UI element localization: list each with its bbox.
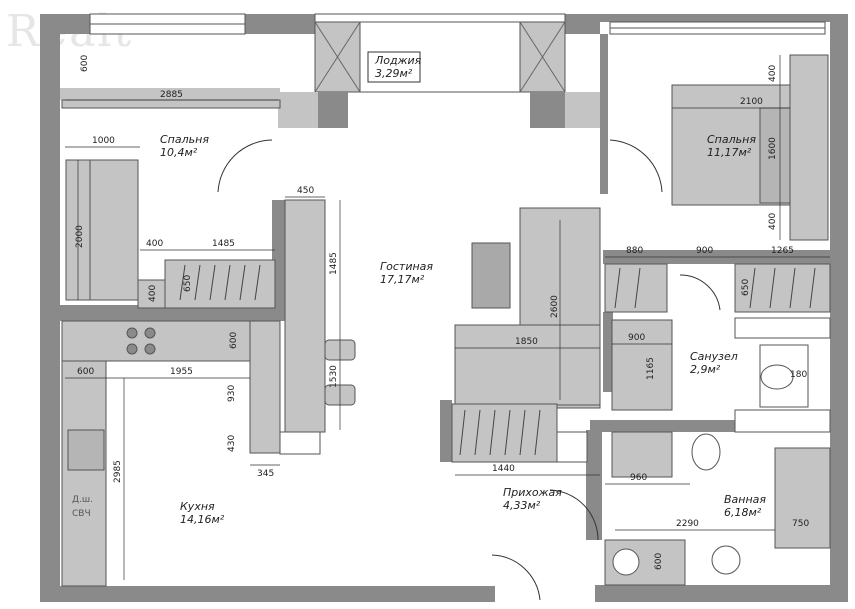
bathroom-name: Ванная xyxy=(724,493,766,506)
hall-name: Прихожая xyxy=(503,486,562,499)
dim-180: 180 xyxy=(790,370,807,380)
bedroom1-furniture xyxy=(61,99,281,309)
dim-2885: 2885 xyxy=(160,90,183,100)
hall-area: 4,33м² xyxy=(503,499,541,512)
dim-880: 880 xyxy=(626,246,643,256)
dim-2290: 2290 xyxy=(676,519,699,529)
dim-400-a: 400 xyxy=(146,239,163,249)
dim-650-b: 650 xyxy=(741,279,751,296)
dim-600-d: 600 xyxy=(654,553,664,570)
dim-1955: 1955 xyxy=(170,367,193,377)
dim-1530: 1530 xyxy=(329,365,339,388)
dim-930: 930 xyxy=(227,385,237,402)
outer-walls xyxy=(40,14,848,602)
dim-400-d: 400 xyxy=(768,213,778,230)
bedroom1-area: 10,4м² xyxy=(160,146,198,159)
dim-400-c: 400 xyxy=(768,65,778,82)
dim-430: 430 xyxy=(227,435,237,452)
dim-400-b: 400 xyxy=(148,285,158,302)
dim-1165: 1165 xyxy=(646,357,656,380)
windows xyxy=(89,13,826,35)
dim-2100: 2100 xyxy=(740,97,763,107)
dim-1440: 1440 xyxy=(492,464,515,474)
dim-1265: 1265 xyxy=(771,246,794,256)
bath-fixtures xyxy=(604,317,831,586)
dim-650-a: 650 xyxy=(183,275,193,292)
bedroom2-furniture xyxy=(604,54,831,313)
dim-900-b: 900 xyxy=(628,333,645,343)
dim-600-b: 600 xyxy=(229,332,239,349)
dim-1850: 1850 xyxy=(515,337,538,347)
dim-960: 960 xyxy=(630,473,647,483)
interior-walls xyxy=(60,34,835,540)
dim-1485-b: 1485 xyxy=(329,252,339,275)
dim-2600: 2600 xyxy=(550,295,560,318)
loggia-name: Лоджия xyxy=(374,54,422,67)
dim-600-a: 600 xyxy=(80,55,90,72)
dimension-texts: 600 2885 1000 2000 400 1485 400 650 450 … xyxy=(75,55,809,570)
dim-345: 345 xyxy=(257,469,274,479)
toilet-area: 2,9м² xyxy=(690,363,721,376)
loggia xyxy=(314,21,566,93)
dim-450: 450 xyxy=(297,186,314,196)
bedroom1-name: Спальня xyxy=(160,133,209,146)
dim-750: 750 xyxy=(792,519,809,529)
dim-2985: 2985 xyxy=(113,460,123,483)
dim-2000: 2000 xyxy=(75,225,85,248)
living-name: Гостиная xyxy=(380,260,433,273)
dim-900-a: 900 xyxy=(696,246,713,256)
dishwasher-label: Д.ш. xyxy=(72,495,93,505)
bathroom-area: 6,18м² xyxy=(724,506,762,519)
dimension-lines xyxy=(65,55,830,580)
toilet-name: Санузел xyxy=(690,350,738,363)
doors xyxy=(217,139,721,601)
dim-1600: 1600 xyxy=(768,137,778,160)
kitchen-furniture xyxy=(61,320,281,587)
bedroom2-area: 11,17м² xyxy=(707,146,752,159)
living-area: 17,17м² xyxy=(380,273,425,286)
dim-1485-a: 1485 xyxy=(212,239,235,249)
dim-1000: 1000 xyxy=(92,136,115,146)
loggia-area: 3,29м² xyxy=(375,67,413,80)
kitchen-area: 14,16м² xyxy=(180,513,225,526)
microwave-label: СВЧ xyxy=(72,509,91,519)
dim-600-c: 600 xyxy=(77,367,94,377)
room-labels: Лоджия 3,29м² Спальня 10,4м² Спальня 11,… xyxy=(160,54,766,526)
bedroom2-name: Спальня xyxy=(707,133,756,146)
kitchen-name: Кухня xyxy=(180,500,215,513)
